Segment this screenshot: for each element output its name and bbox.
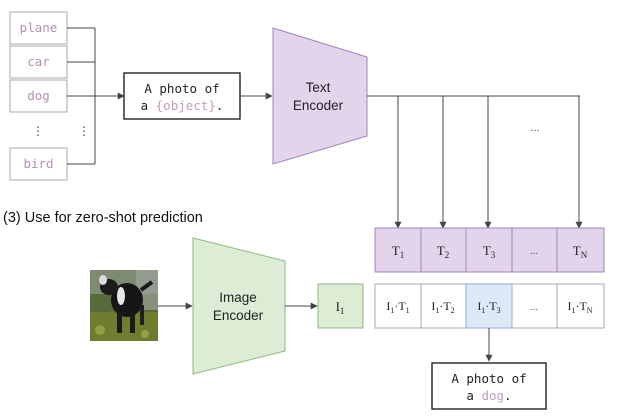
class-ellipsis-left: ⋮ bbox=[32, 124, 44, 138]
text-feature-cell-ellipsis bbox=[511, 227, 558, 273]
text-encoder-shape bbox=[272, 27, 368, 165]
text-encoder-label-line2: Encoder bbox=[293, 98, 344, 113]
class-label-bird: bird bbox=[23, 156, 53, 171]
text-feature-row: T1 T2 T3 ... TN bbox=[374, 227, 605, 273]
image-encoder-label-line1: Image bbox=[219, 290, 257, 305]
fanout-ellipsis: ... bbox=[530, 122, 539, 134]
section-title: (3) Use for zero-shot prediction bbox=[3, 210, 203, 226]
similarity-label-1: I1·T1 bbox=[386, 299, 409, 315]
class-box-dog bbox=[9, 79, 68, 113]
class-label-car: car bbox=[27, 54, 50, 69]
image-encoder-shape bbox=[192, 237, 286, 375]
result-line1: A photo of bbox=[451, 371, 526, 386]
text-encoder-label-line1: Text bbox=[306, 80, 331, 95]
similarity-row: I1·T1 I1·T2 I1·T3 ... I1·TN bbox=[374, 283, 605, 329]
prompt-template-prefix: a bbox=[141, 98, 156, 113]
text-feature-label-t3: T3 bbox=[483, 243, 496, 260]
similarity-cell-n bbox=[556, 283, 605, 329]
result-prefix: a bbox=[466, 388, 481, 403]
similarity-cell-1 bbox=[374, 283, 422, 329]
class-ellipsis-right: ⋮ bbox=[78, 124, 90, 138]
result-object: dog bbox=[481, 388, 504, 403]
result-line2: a dog. bbox=[466, 388, 511, 403]
class-bracket bbox=[67, 27, 96, 165]
similarity-label-2: I1·T2 bbox=[431, 299, 454, 315]
text-feature-label-t2: T2 bbox=[437, 243, 449, 260]
class-label-plane: plane bbox=[20, 20, 58, 35]
class-label-dog: dog bbox=[27, 88, 50, 103]
prompt-template-suffix: . bbox=[216, 98, 224, 113]
result-suffix: . bbox=[504, 388, 512, 403]
result-box bbox=[431, 362, 547, 410]
input-dog-photo bbox=[90, 270, 158, 341]
image-encoder-label-line2: Encoder bbox=[213, 308, 264, 323]
text-feature-cell-t2 bbox=[420, 227, 467, 273]
prompt-template-box bbox=[123, 72, 241, 120]
similarity-label-3: I1·T3 bbox=[477, 299, 500, 315]
text-feature-cell-tn bbox=[556, 227, 605, 273]
class-box-plane bbox=[9, 11, 68, 45]
text-feature-label-ellipsis: ... bbox=[530, 246, 538, 257]
image-feature-box bbox=[317, 283, 364, 329]
similarity-label-n: I1·TN bbox=[567, 299, 592, 315]
similarity-label-ellipsis: ... bbox=[530, 302, 538, 313]
text-feature-cell-t1 bbox=[374, 227, 422, 273]
similarity-cell-2 bbox=[420, 283, 467, 329]
image-feature-label: I1 bbox=[336, 299, 345, 316]
text-feature-label-tn: TN bbox=[573, 243, 588, 260]
prompt-template-object: {object} bbox=[156, 98, 216, 113]
class-box-car bbox=[9, 45, 68, 79]
prompt-template-line2: a {object}. bbox=[141, 98, 224, 113]
prompt-template-line1: A photo of bbox=[144, 81, 219, 96]
text-feature-label-t1: T1 bbox=[392, 243, 404, 260]
